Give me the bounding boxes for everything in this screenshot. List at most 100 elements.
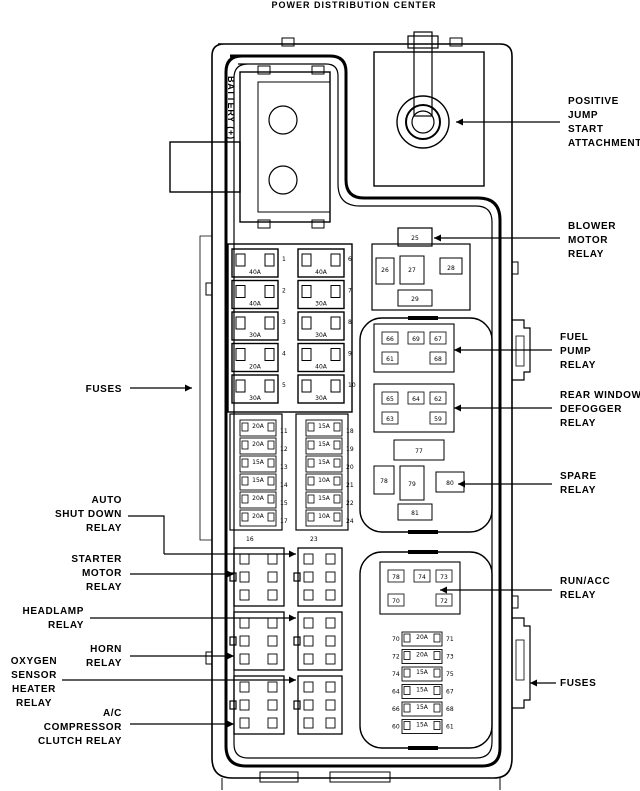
fuse-number: 22 — [346, 500, 354, 507]
mini-fuse-body — [239, 455, 277, 473]
cavity-number: 62 — [434, 396, 442, 403]
module-seal — [408, 316, 438, 320]
relay-terminal — [239, 653, 250, 665]
arrowhead — [456, 118, 463, 126]
fuse-blade — [241, 440, 249, 450]
relay-terminal — [303, 681, 314, 693]
fuse-number: 23 — [310, 536, 318, 543]
fuse-blade — [235, 285, 246, 298]
fuse-rating: 40A — [315, 269, 328, 276]
fuse-number: 3 — [282, 319, 286, 326]
module-seal — [408, 746, 438, 750]
fuse-blade — [433, 721, 441, 730]
mini-fuse-body — [239, 491, 277, 509]
maxi-fuse-body — [297, 248, 345, 278]
mini-fuse: 15A 22 — [305, 491, 354, 509]
blower-motor-relay-label-line: MOTOR — [568, 235, 608, 246]
fuse-number: 24 — [346, 518, 354, 525]
oxygen-sensor-heater-relay-socket — [229, 675, 285, 735]
relay-terminal — [267, 635, 278, 647]
mini-fuse-body — [305, 491, 343, 509]
arrowhead — [458, 480, 465, 488]
auto-shut-down-relay-label-line: RELAY — [86, 523, 122, 534]
mini-fuse-body — [239, 437, 277, 455]
arrowhead — [454, 346, 461, 354]
auto-shut-down-relay-label-line: AUTO — [91, 495, 122, 506]
fuse-number: 13 — [280, 464, 288, 471]
auto-shut-down-relay-socket — [229, 547, 285, 607]
relay-terminal — [325, 589, 336, 601]
fuse-number: 68 — [446, 706, 454, 713]
rear-window-defogger-relay-label-line: RELAY — [560, 418, 596, 429]
cavity-number: 67 — [434, 336, 442, 343]
fuse-blade — [403, 668, 411, 678]
fuse-rating: 15A — [318, 495, 331, 502]
fuse-rating: 15A — [416, 704, 429, 711]
blower-motor-relay-label-line: BLOWER — [568, 221, 616, 232]
cavity — [407, 331, 425, 345]
fuses-left-label-line: FUSES — [86, 384, 122, 395]
relay-socket — [297, 675, 343, 735]
fuse-blade — [333, 494, 341, 504]
fuse-number: 7 — [348, 288, 352, 295]
mini-fuse-body — [239, 509, 277, 527]
relay-terminal — [267, 681, 278, 693]
fuse-rating: 15A — [252, 477, 265, 484]
horn-relay-label-line: HORN — [90, 644, 122, 655]
leader-line — [128, 515, 165, 554]
fuse-number: 17 — [280, 518, 288, 525]
relay-terminal — [239, 617, 250, 629]
cavity — [435, 569, 453, 583]
mini-fuse-body — [401, 631, 443, 647]
arrowhead — [227, 652, 234, 660]
headlamp-relay-label-line: RELAY — [48, 620, 84, 631]
fuse-number: 64 — [392, 689, 400, 696]
horn-relay-socket — [293, 611, 343, 671]
arrowhead — [289, 614, 296, 622]
fuse-blade — [403, 703, 411, 713]
arrowhead — [227, 570, 234, 578]
fuse-number: 70 — [392, 636, 400, 643]
relay-socket — [233, 547, 285, 607]
maxi-fuse-body — [231, 279, 279, 310]
cavity-number: 73 — [440, 574, 448, 581]
fuse-rating: 10A — [318, 477, 331, 484]
relay-latch — [293, 700, 301, 710]
fuse-rating: 15A — [252, 459, 265, 466]
mini-fuse-body — [305, 473, 343, 491]
fuse-blade — [267, 422, 275, 432]
relay-socket — [379, 561, 461, 615]
fuse-number: 2 — [282, 288, 286, 295]
fuse-number: 20 — [346, 464, 354, 471]
fuse-rating: 30A — [249, 395, 262, 402]
fuse-rating: 15A — [416, 687, 429, 694]
relay-socket — [297, 547, 343, 607]
cavity — [397, 289, 433, 307]
fuse-rating: 15A — [416, 722, 429, 729]
maxi-fuse-frame — [227, 243, 353, 413]
fuse-number: 4 — [282, 351, 286, 358]
fuse-rating: 30A — [249, 332, 262, 339]
run-acc-relay-label-line: RUN/ACC — [560, 576, 610, 587]
relay-terminal — [303, 589, 314, 601]
relay-terminal — [303, 699, 314, 711]
cavity — [381, 411, 399, 425]
fuse-number: 71 — [446, 636, 454, 643]
fuse-blade — [330, 316, 341, 330]
cavity — [381, 391, 399, 405]
relay-terminal — [267, 653, 278, 665]
maxi-fuse: 30A 3 — [231, 311, 286, 341]
